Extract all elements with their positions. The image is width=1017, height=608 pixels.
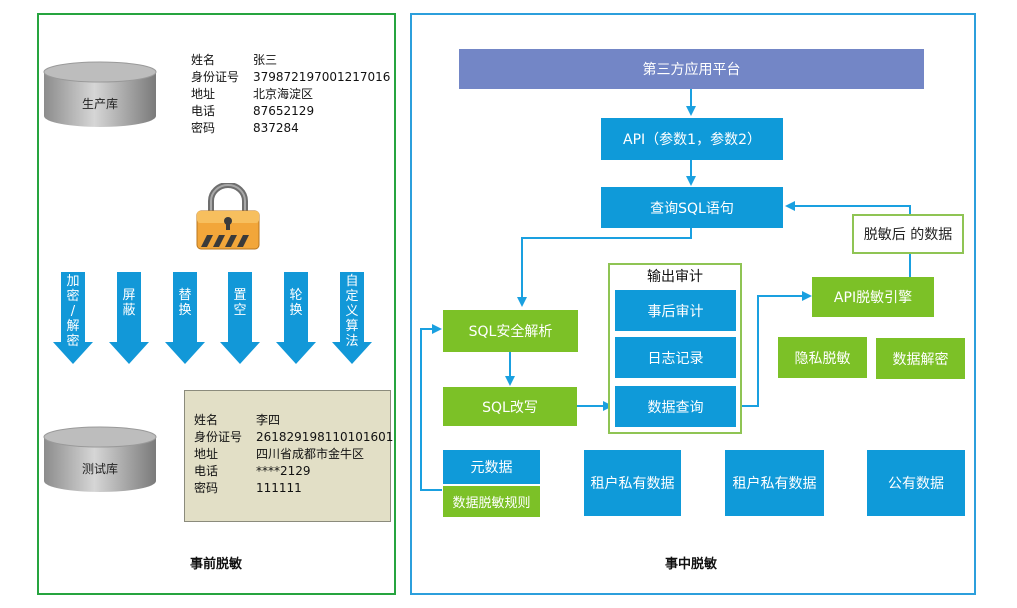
in-process-desensitization-panel: [410, 13, 976, 595]
field-key: 姓名: [191, 53, 216, 67]
field-key: 电话: [194, 464, 219, 478]
post-audit-box: 事后审计: [615, 290, 736, 331]
method-label: 自定义算法: [345, 274, 359, 349]
in-process-desensitization-caption: 事中脱敏: [665, 557, 718, 572]
method-arrow: 轮换: [276, 272, 316, 364]
arrow-rules-to-parse: [420, 324, 442, 491]
arrow-sql-query-to-parse: [517, 228, 692, 307]
method-label: 轮换: [289, 288, 303, 318]
down-arrow-icon: [53, 272, 93, 364]
down-arrow-icon: [220, 272, 260, 364]
field-key: 身份证号: [194, 430, 243, 444]
method-label: 替换: [178, 288, 192, 318]
test-record-panel: [184, 390, 391, 522]
privacy-desensitize-box: 隐私脱敏: [778, 337, 867, 378]
sql-query-box: 查询SQL语句: [601, 187, 783, 228]
field-value: 李四: [256, 413, 281, 427]
data-decrypt-box: 数据解密: [876, 338, 965, 379]
api-box: API（参数1，参数2）: [601, 118, 783, 160]
down-arrow-icon: [276, 272, 316, 364]
desensitize-rules-box: 数据脱敏规则: [443, 486, 540, 517]
pre-desensitization-caption: 事前脱敏: [190, 557, 243, 572]
sql-security-parse-box: SQL安全解析: [443, 310, 578, 352]
log-record-box: 日志记录: [615, 337, 736, 378]
field-value: 北京海淀区: [253, 87, 314, 101]
third-party-platform: 第三方应用平台: [459, 49, 924, 89]
method-arrow: 屏蔽: [109, 272, 149, 364]
padlock-icon: [196, 183, 260, 250]
method-arrow: 替换: [165, 272, 205, 364]
method-label: 加密/解密: [66, 274, 80, 349]
down-arrow-icon: [332, 272, 372, 364]
field-key: 地址: [194, 447, 219, 461]
desensitized-data-box: 脱敏后 的数据: [852, 214, 964, 254]
sql-rewrite-box: SQL改写: [443, 387, 577, 426]
field-value: 张三: [253, 53, 278, 67]
field-key: 电话: [191, 104, 216, 118]
production-database-label: 生产库: [81, 97, 118, 111]
data-query-box: 数据查询: [615, 386, 736, 427]
field-key: 身份证号: [191, 70, 240, 84]
tenant-private-data-1: 租户私有数据: [584, 450, 681, 516]
method-label: 屏蔽: [122, 288, 136, 318]
down-arrow-icon: [109, 272, 149, 364]
test-database-icon: [43, 426, 157, 492]
method-label: 置空: [233, 288, 247, 318]
public-data: 公有数据: [867, 450, 965, 516]
output-audit-title: 输出审计: [647, 269, 703, 285]
pre-desensitization-panel: [37, 13, 396, 595]
field-key: 密码: [191, 121, 216, 135]
field-value: 261829198110101601: [256, 430, 394, 444]
field-value: 111111: [256, 481, 302, 495]
method-arrow: 自定义算法: [332, 272, 372, 364]
metadata-box: 元数据: [443, 450, 540, 484]
method-arrow: 置空: [220, 272, 260, 364]
tenant-private-data-2: 租户私有数据: [725, 450, 824, 516]
field-key: 地址: [191, 87, 216, 101]
test-database-label: 测试库: [81, 462, 118, 476]
field-key: 姓名: [194, 413, 219, 427]
field-key: 密码: [194, 481, 219, 495]
field-value: 837284: [253, 121, 299, 135]
method-arrow: 加密/解密: [53, 272, 93, 364]
field-value: 四川省成都市金牛区: [256, 447, 365, 461]
production-database-icon: [43, 61, 157, 127]
down-arrow-icon: [165, 272, 205, 364]
arrow-query-to-engine: [736, 291, 812, 407]
api-desensitization-engine: API脱敏引擎: [812, 277, 934, 317]
field-value: 379872197001217016: [253, 70, 391, 84]
field-value: 87652129: [253, 104, 315, 118]
production-record: 姓名 张三 身份证号 379872197001217016 地址 北京海淀区 电话 87…: [191, 52, 390, 137]
field-value: ****2129: [256, 464, 311, 478]
